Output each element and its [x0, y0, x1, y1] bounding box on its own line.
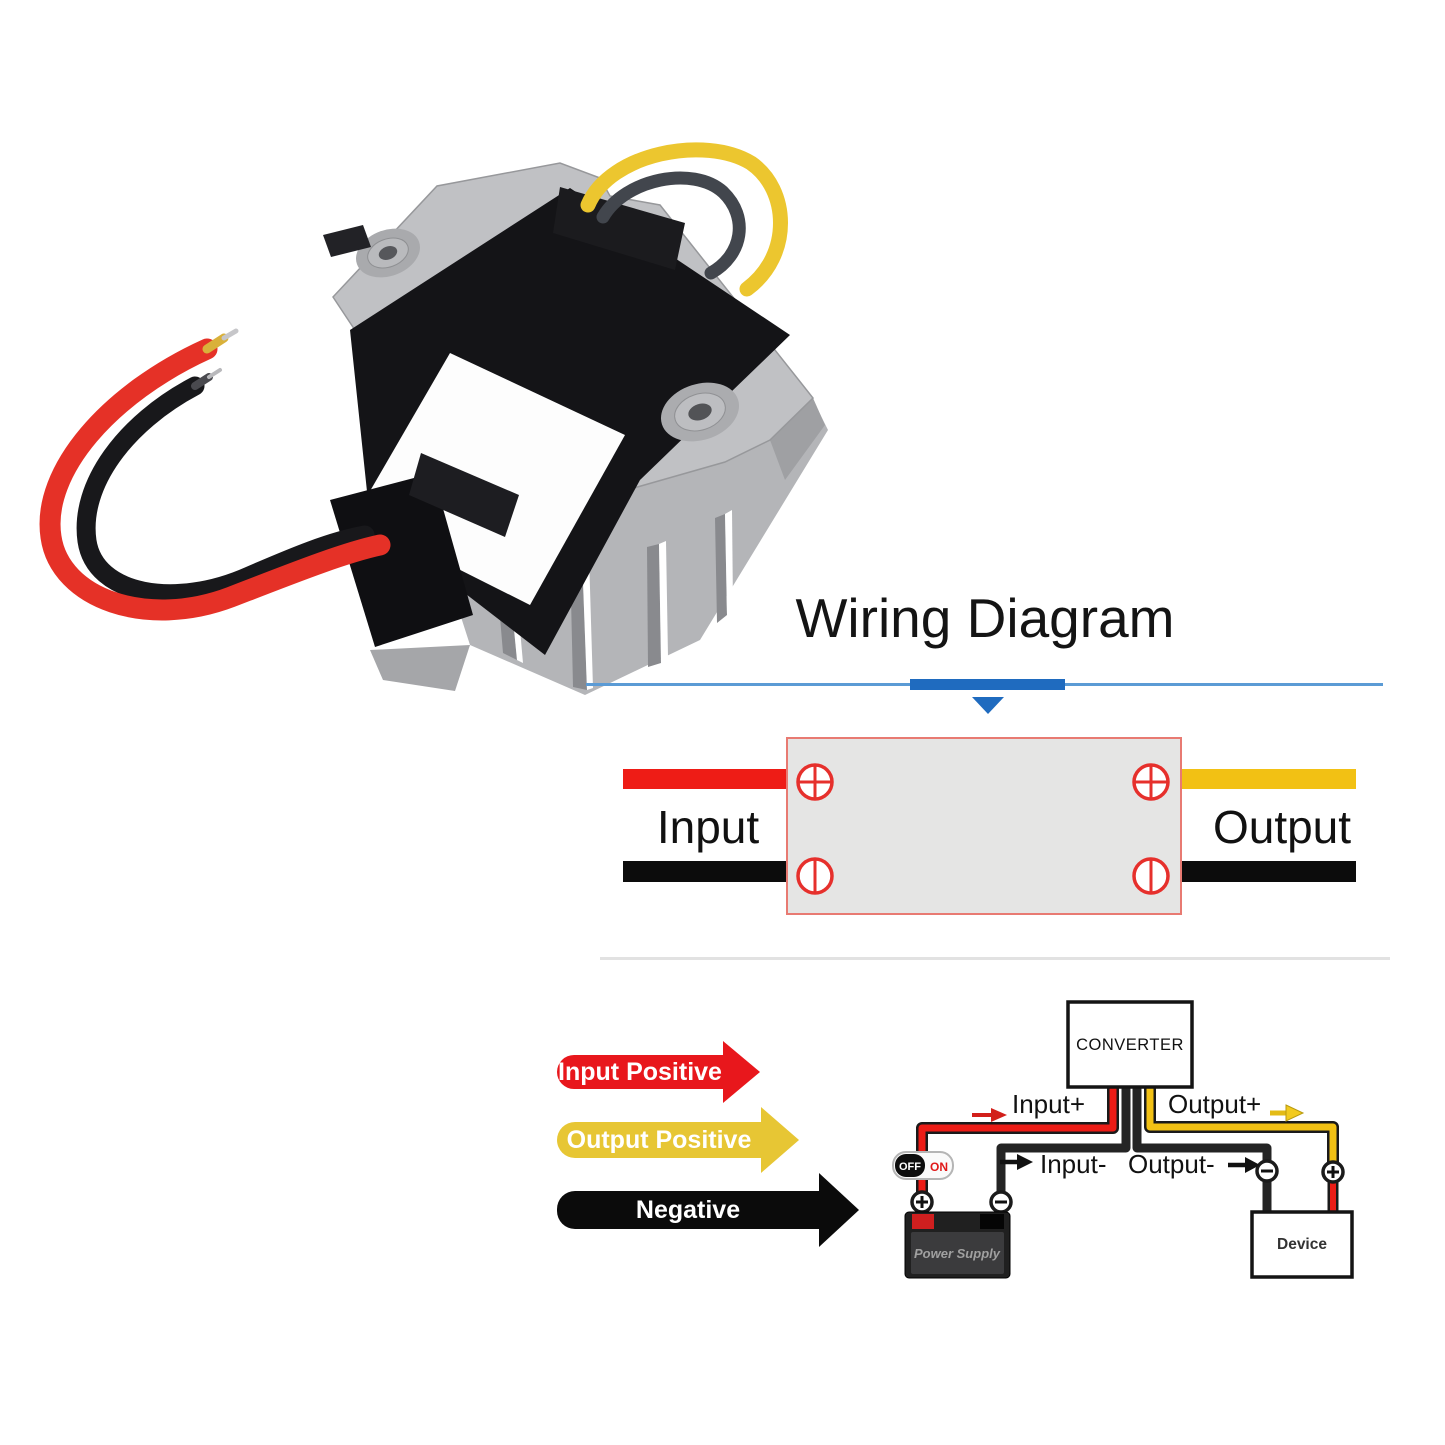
input-negative-wire: [623, 861, 786, 882]
legend-negative: Negative: [557, 1173, 859, 1247]
converter-block: [786, 737, 1182, 915]
switch-on-label: ON: [930, 1160, 948, 1174]
legend-input-positive: Input Positive: [557, 1041, 760, 1103]
input-neg-label: Input-: [1040, 1149, 1107, 1179]
wire-clamp: [409, 453, 519, 537]
output-label: Output: [1212, 801, 1352, 853]
product-photo: [39, 142, 828, 695]
converter-box: CONVERTER: [1066, 1000, 1194, 1089]
device-box: Device: [1250, 1210, 1354, 1279]
terminal-input-positive-icon: [796, 763, 834, 801]
arrow-head-icon: [761, 1107, 799, 1173]
output-neg-arrow-icon: [1228, 1157, 1260, 1173]
section-divider: [600, 957, 1390, 960]
output-neg-label: Output-: [1128, 1149, 1215, 1179]
device-positive-terminal-icon: [1321, 1160, 1345, 1184]
device-negative-terminal-icon: [1255, 1159, 1279, 1183]
output-pos-arrow-icon: [1270, 1104, 1305, 1122]
input-red-wire: [39, 338, 391, 621]
terminal-input-negative-icon: [796, 857, 834, 895]
power-supply-label: Power Supply: [914, 1246, 1001, 1261]
red-wire-ferrule: [202, 333, 229, 354]
screw-hole-right: [660, 382, 740, 442]
output-pos-label: Output+: [1168, 1089, 1261, 1119]
page-title: Wiring Diagram: [795, 587, 1175, 649]
input-black-wire: [76, 376, 375, 604]
input-neg-arrow-icon: [1000, 1154, 1033, 1170]
left-wire-entry: [323, 225, 371, 257]
legend-label: Negative: [557, 1191, 819, 1229]
arrow-head-icon: [819, 1173, 859, 1247]
power-switch: OFF ON: [892, 1151, 954, 1180]
converter-label: CONVERTER: [1076, 1036, 1184, 1054]
connection-diagram: CONVERTER OFF ON: [892, 1000, 1354, 1279]
black-wire-tip: [207, 368, 222, 379]
device-label: Device: [1277, 1236, 1327, 1253]
input-pos-arrow-icon: [972, 1108, 1007, 1122]
input-label: Input: [656, 801, 760, 853]
output-yellow-wire: [580, 142, 788, 297]
ps-positive-terminal-icon: [910, 1190, 934, 1214]
terminal-output-positive-icon: [1132, 763, 1170, 801]
legend-label: Output Positive: [557, 1122, 761, 1158]
screw-hole-left: [356, 228, 420, 278]
input-pos-label: Input+: [1012, 1089, 1085, 1119]
wire-input-negative: [996, 1087, 1131, 1194]
pointer-arrow-icon: [972, 697, 1004, 714]
ps-negative-terminal-icon: [989, 1190, 1013, 1214]
terminal-output-negative-icon: [1132, 857, 1170, 895]
input-positive-wire: [623, 769, 786, 789]
wire-output-positive: [1146, 1087, 1337, 1163]
bottom-connector-block: [330, 473, 473, 647]
output-dark-wire: [596, 171, 746, 280]
legend-output-positive: Output Positive: [557, 1107, 799, 1173]
output-negative-wire: [1182, 861, 1356, 882]
power-supply-box: Power Supply: [904, 1211, 1011, 1279]
legend-label: Input Positive: [557, 1055, 723, 1089]
black-wire-ferrule: [191, 373, 213, 390]
output-positive-wire: [1182, 769, 1356, 789]
pointer-accent-bar: [910, 679, 1065, 690]
switch-off-label: OFF: [899, 1161, 921, 1173]
wire-output-negative: [1132, 1087, 1272, 1162]
red-wire-tip: [221, 328, 239, 341]
arrow-head-icon: [723, 1041, 760, 1103]
